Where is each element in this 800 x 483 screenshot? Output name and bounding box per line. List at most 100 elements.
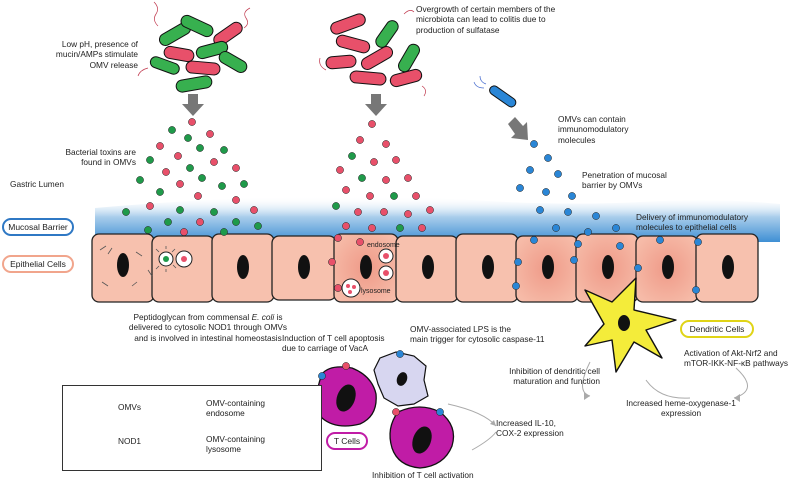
omv-blue <box>616 242 624 250</box>
label-tcell-apoptosis: Induction of T cell apoptosis due to car… <box>282 333 385 354</box>
nucleus <box>602 255 614 279</box>
omv-red <box>210 158 218 166</box>
label-inhibition-dc: Inhibition of dendritic cell maturation … <box>509 366 600 387</box>
omv-red <box>181 256 187 262</box>
arrow-diagonal <box>508 117 528 140</box>
omv-red <box>382 140 390 148</box>
omv-green <box>198 174 206 182</box>
omv-blue <box>612 224 620 232</box>
dendritic-cell <box>584 277 677 373</box>
omv-red <box>336 166 344 174</box>
label-endosome: endosome <box>367 242 400 249</box>
omv-red <box>232 164 240 172</box>
t-cell-nucleus <box>412 426 432 454</box>
legend-endosome-label: OMV-containing endosome <box>206 398 266 419</box>
flagella <box>137 1 251 77</box>
t-cell-nucleus <box>336 384 356 412</box>
omv-red <box>404 210 412 218</box>
omv-red <box>196 218 204 226</box>
epithelial-cell <box>151 235 215 303</box>
omv-blue <box>656 236 664 244</box>
omv-red <box>342 362 350 370</box>
legend-box <box>62 385 322 471</box>
omv-red <box>383 253 389 259</box>
omv-green <box>348 152 356 160</box>
omv-green <box>168 126 176 134</box>
omv-blue <box>318 372 326 380</box>
omv-green <box>176 206 184 214</box>
omv-red <box>418 224 426 232</box>
omv-green <box>390 192 398 200</box>
omv-red <box>162 168 170 176</box>
epithelium <box>91 233 759 303</box>
omv-red <box>368 224 376 232</box>
bacteria-cluster-left <box>149 14 248 93</box>
omv-green <box>220 146 228 154</box>
label-lysosome: lysosome <box>361 288 391 295</box>
omv-red <box>348 290 352 294</box>
nod1-marks <box>155 246 177 272</box>
omv-green <box>396 224 404 232</box>
omv-blue <box>512 282 520 290</box>
omv-red <box>404 174 412 182</box>
omv-blue <box>514 258 522 266</box>
tag-t-cells: T Cells <box>326 432 368 450</box>
omv-red <box>380 208 388 216</box>
omv-green <box>220 228 228 236</box>
omv-blue <box>530 140 538 148</box>
omv-red <box>382 176 390 184</box>
blue-bacterium <box>473 75 517 108</box>
omv-blue <box>544 154 552 162</box>
omv-red <box>188 118 196 126</box>
omv-red <box>146 202 154 210</box>
lysosome-vesicle <box>341 278 361 298</box>
arrow-down <box>365 94 387 116</box>
tag-dendritic-cells: Dendritic Cells <box>680 320 754 338</box>
omv-green <box>146 156 154 164</box>
omv-blue <box>436 408 444 416</box>
nucleus <box>722 255 734 279</box>
omv-green <box>332 202 340 210</box>
omv-green <box>184 134 192 142</box>
tag-mucosal-barrier: Mucosal Barrier <box>2 218 74 236</box>
omv-blue <box>536 206 544 214</box>
omv-red <box>426 206 434 214</box>
flagella <box>319 10 426 97</box>
omv-green <box>240 180 248 188</box>
omv-green <box>358 174 366 182</box>
omv-blue <box>552 224 560 232</box>
label-inhibition-tcell: Inhibition of T cell activation <box>372 470 474 480</box>
label-delivery: Delivery of immunomodulatory molecules t… <box>636 212 749 233</box>
omv-blue <box>574 240 582 248</box>
omv-red <box>392 156 400 164</box>
label-low-ph: Low pH, presence of mucin/AMPs stimulate… <box>55 39 138 70</box>
arrowheads <box>490 392 740 426</box>
label-bacterial-toxins: Bacterial toxins are found in OMVs <box>65 147 136 168</box>
nucleus <box>422 255 434 279</box>
omv-blue <box>592 212 600 220</box>
nucleus <box>662 255 674 279</box>
label-overgrowth: Overgrowth of certain members of the mic… <box>416 4 556 35</box>
omv-red <box>334 284 342 292</box>
omv-blue <box>568 192 576 200</box>
omv-blue <box>694 238 702 246</box>
omv-green <box>122 208 130 216</box>
omv-green <box>232 218 240 226</box>
label-peptidoglycan: Peptidoglycan from commensal E. coli is … <box>128 312 288 343</box>
nucleus <box>482 255 494 279</box>
mucus-layer <box>95 196 780 242</box>
legend-lysosome-label: OMV-containing lysosome <box>206 434 266 455</box>
label-activation-akt: Activation of Akt-Nrf2 and mTOR-IKK-NF-κ… <box>684 348 789 369</box>
omv-red <box>342 222 350 230</box>
nucleus <box>298 255 310 279</box>
nod1-marks <box>99 245 153 287</box>
omv-green <box>254 222 262 230</box>
omv-red <box>174 152 182 160</box>
omv-red <box>194 192 202 200</box>
omv-green <box>218 182 226 190</box>
label-gastric-lumen: Gastric Lumen <box>10 179 64 189</box>
omv-red <box>176 180 184 188</box>
omv-particles <box>122 118 702 416</box>
legend-nod1-label: NOD1 <box>118 436 142 446</box>
